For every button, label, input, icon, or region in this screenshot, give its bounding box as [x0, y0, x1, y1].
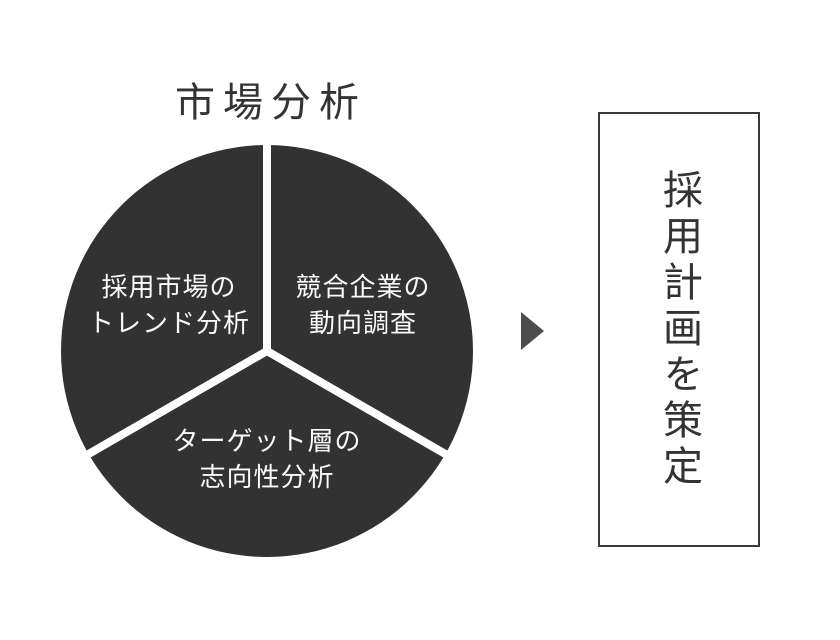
pie-segment-label-right: 競合企業の 動向調査 [295, 269, 430, 341]
segment-label-line: 志向性分析 [199, 462, 335, 492]
diagram-title: 市場分析 [175, 81, 367, 125]
segment-label-line: 採用市場の [101, 272, 237, 302]
segment-label-line: トレンド分析 [87, 308, 251, 338]
result-box-text: 採用計画を策定 [657, 168, 701, 491]
pie-divider-bottom-left [79, 347, 270, 462]
pie-divider-bottom-right [264, 347, 455, 462]
segment-label-line: 競合企業の [295, 272, 431, 302]
arrow-right-icon [521, 312, 544, 350]
pie-chart-svg [61, 145, 473, 557]
pie-segment-label-bottom: ターゲット層の 志向性分析 [172, 423, 361, 495]
segment-label-line: ターゲット層の [172, 426, 362, 456]
segment-label-line: 動向調査 [308, 308, 418, 338]
result-box: 採用計画を策定 [598, 112, 760, 547]
pie-chart: 採用市場の トレンド分析 競合企業の 動向調査 ターゲット層の 志向性分析 [61, 145, 473, 557]
pie-segment-label-left: 採用市場の トレンド分析 [88, 269, 250, 341]
